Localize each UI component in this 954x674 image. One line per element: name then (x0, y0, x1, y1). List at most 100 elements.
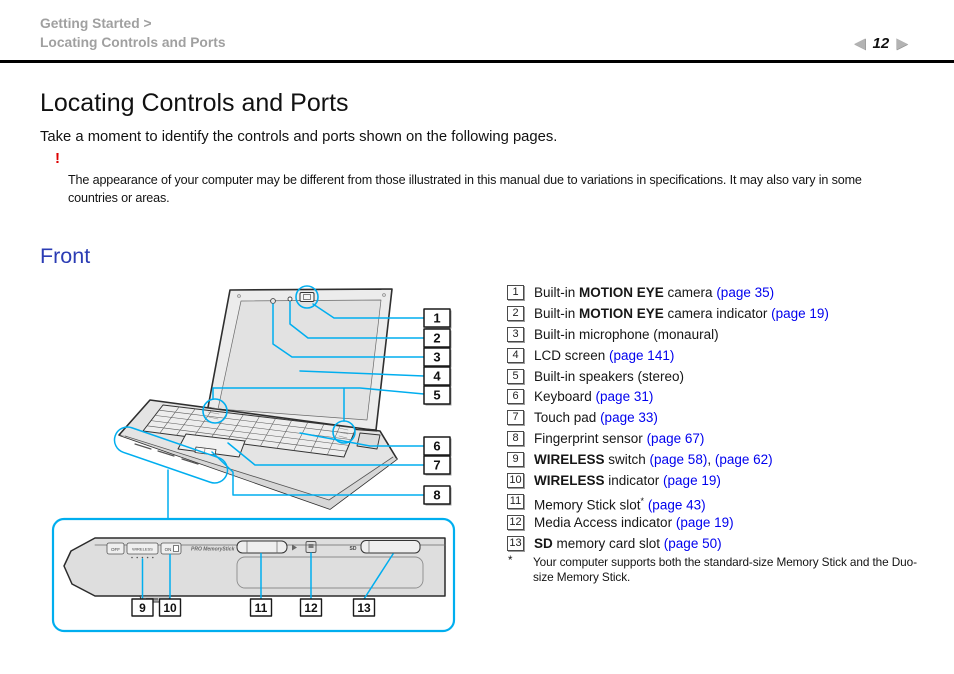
part-number-box: 4 (507, 347, 524, 363)
footnote-marker: * (508, 555, 513, 567)
page-link[interactable]: (page 58) (649, 452, 708, 468)
svg-text:4: 4 (433, 369, 441, 384)
part-number-box: 10 (507, 473, 524, 489)
part-label-bold: MOTION EYE (579, 305, 664, 321)
page-link[interactable]: (page 31) (595, 389, 654, 405)
part-label-text: indicator (604, 473, 664, 489)
page-link[interactable]: (page 19) (675, 514, 734, 530)
footnote-text: Your computer supports both the standard… (533, 555, 917, 584)
sd-card-slot (360, 540, 421, 554)
part-label: Keyboard (page 31) (534, 389, 653, 404)
page-link[interactable]: (page 50) (663, 535, 722, 551)
svg-text:9: 9 (139, 601, 146, 615)
part-label-text: memory card slot (552, 535, 664, 551)
page-link[interactable]: (page 43) (647, 497, 706, 513)
svg-text:13: 13 (357, 601, 371, 615)
part-number-box: 7 (507, 410, 524, 426)
page-number: 12 (872, 35, 890, 52)
section-heading-front: Front (40, 244, 91, 268)
callout-boxes-top: 1 2 3 4 5 (423, 308, 452, 506)
keyboard-illustration (142, 404, 357, 458)
page-link[interactable]: (page 35) (716, 285, 775, 300)
microphone-dot (270, 298, 276, 304)
part-label-text: switch (604, 452, 650, 468)
camera-icon (299, 292, 315, 302)
svg-text:6: 6 (433, 439, 440, 454)
svg-text:2: 2 (433, 331, 440, 346)
part-label-text: Media Access indicator (534, 514, 676, 530)
part-label: WIRELESS indicator (page 19) (534, 473, 721, 488)
camera-indicator-dot (287, 296, 293, 302)
part-number-box: 2 (507, 305, 524, 321)
part-item: 5 Built-in speakers (stereo) (507, 368, 954, 384)
part-label: Built-in speakers (stereo) (534, 369, 684, 384)
part-label: LCD screen (page 141) (534, 348, 674, 363)
part-label-text: Built-in (534, 285, 580, 300)
off-label: OFF (111, 547, 120, 552)
memorystick-label: PRO MemoryStick (191, 547, 235, 553)
part-label-text: camera indicator (663, 305, 772, 321)
page-link[interactable]: (page 19) (663, 473, 721, 489)
svg-text:7: 7 (433, 458, 440, 473)
page-link[interactable]: (page 33) (600, 410, 658, 426)
part-item: 10 WIRELESS indicator (page 19) (507, 473, 954, 489)
part-label: Built-in MOTION EYE camera (page 35) (534, 285, 774, 300)
part-number-box: 6 (507, 389, 524, 405)
page-link[interactable]: (page 67) (646, 431, 705, 447)
part-label: Built-in MOTION EYE camera indicator (pa… (534, 306, 829, 321)
wireless-switch (126, 542, 159, 555)
front-figure: 1 2 3 4 5 (51, 285, 456, 633)
part-number-box: 5 (507, 368, 524, 384)
detail-zoom-box (51, 517, 456, 633)
part-label-text: Touch pad (534, 410, 601, 426)
on-label: ON (165, 547, 172, 552)
part-number-box: 13 (507, 535, 524, 551)
footnote: * Your computer supports both the standa… (508, 555, 948, 585)
svg-text:11: 11 (255, 601, 268, 615)
page-link[interactable]: (page 141) (609, 347, 675, 363)
part-label: Built-in microphone (monaural) (534, 327, 719, 342)
part-item: 3 Built-in microphone (monaural) (507, 326, 954, 342)
part-label: Memory Stick slot* (page 43) (534, 494, 706, 513)
page-link[interactable]: (page 62) (714, 452, 773, 468)
svg-text:10: 10 (163, 601, 177, 615)
part-number-box: 9 (507, 452, 524, 468)
warning-text: The appearance of your computer may be d… (68, 172, 862, 207)
sd-label: SD (350, 546, 357, 552)
part-label: WIRELESS switch (page 58), (page 62) (534, 452, 773, 467)
svg-text:1: 1 (433, 311, 440, 326)
warning-line: The appearance of your computer may be d… (68, 173, 862, 187)
part-label-text: , (707, 452, 715, 468)
camera-highlight-circle (295, 285, 319, 309)
part-label-text: Built-in microphone (monaural) (534, 326, 719, 342)
page-navigation: ◀ 12 ▶ (854, 35, 908, 52)
callout-leader-lines-bottom (141, 552, 394, 600)
svg-text:8: 8 (433, 488, 440, 503)
callout-boxes-bottom: 9 10 11 12 13 (131, 598, 376, 617)
part-number-box: 8 (507, 431, 524, 447)
part-item: 7 Touch pad (page 33) (507, 410, 954, 426)
intro-text: Take a moment to identify the controls a… (40, 129, 558, 145)
part-number-box: 1 (507, 285, 524, 300)
memory-stick-icon (292, 544, 297, 551)
callout-leader-lines (113, 301, 425, 520)
part-label-bold: MOTION EYE (579, 285, 664, 300)
previous-page-icon[interactable]: ◀ (854, 35, 866, 52)
part-label-text: Fingerprint sensor (534, 431, 647, 447)
part-label-text: Built-in speakers (stereo) (534, 368, 685, 384)
wireless-indicator-icon (173, 545, 179, 552)
part-item: 13 SD memory card slot (page 50) (507, 535, 954, 551)
part-number-box: 3 (507, 326, 524, 342)
laptop-screen (205, 288, 393, 431)
page-link[interactable]: (page 19) (771, 305, 829, 321)
svg-text:5: 5 (433, 388, 440, 403)
svg-text:3: 3 (433, 350, 440, 365)
next-page-icon[interactable]: ▶ (896, 35, 908, 52)
part-label-bold: WIRELESS (534, 473, 605, 489)
warning-icon: ! (55, 150, 60, 167)
part-label: SD memory card slot (page 50) (534, 536, 722, 551)
part-item: 6 Keyboard (page 31) (507, 389, 954, 405)
wireless-label: WIRELESS (132, 547, 153, 552)
